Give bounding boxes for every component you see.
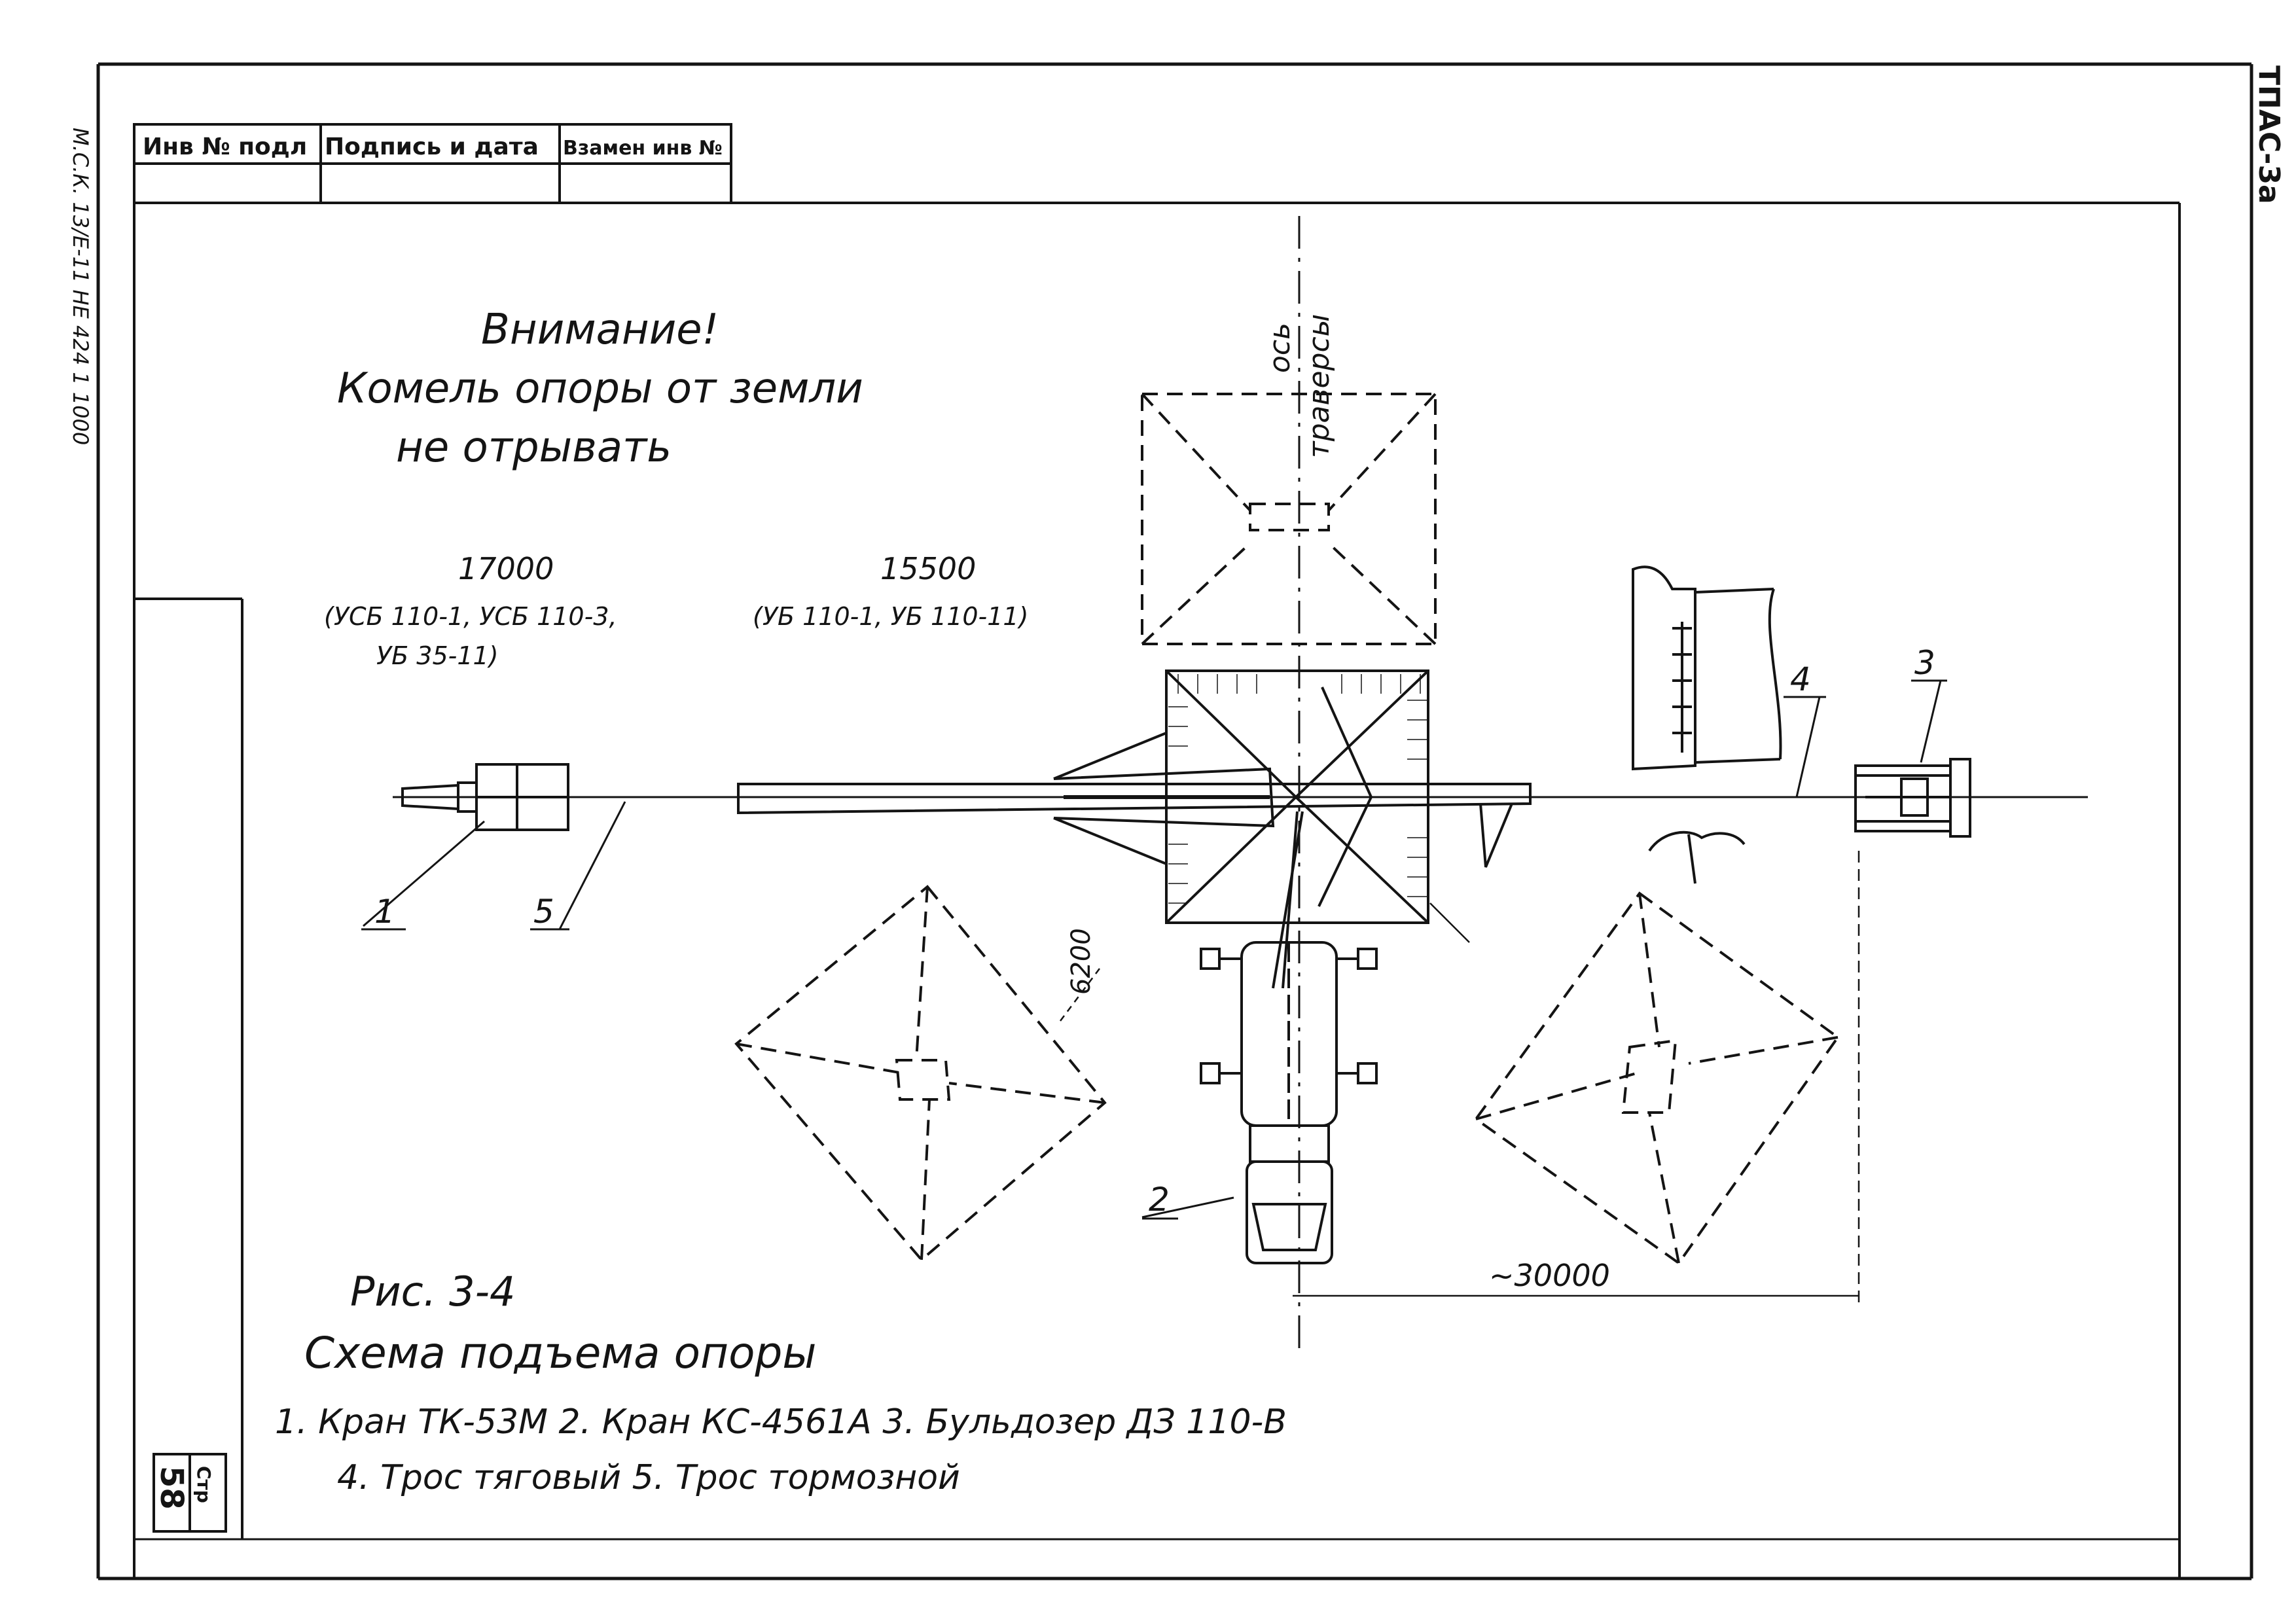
page-label: Стр [193,1466,215,1503]
callout-4: 4 [1790,660,1811,698]
bulldozer-3 [1854,758,1971,838]
anchor-sketch [1632,565,1782,884]
legend-line-2: 4. Трос тяговый 5. Трос тормозной [337,1458,960,1497]
figure-number: Рис. 3-4 [350,1268,515,1315]
dim-30000: ~30000 [1489,1258,1610,1293]
title-block-col3: Взамен инв № [563,137,723,160]
dimension-lines [1060,851,1860,1302]
warning-title: Внимание! [481,306,719,354]
axis-label-line1: ось [1263,323,1297,373]
callout-5: 5 [533,893,554,931]
footprint-right [1474,891,1840,1265]
dim-15500: 15500 [880,551,976,586]
title-block-col2: Подпись и дата [325,134,539,160]
legend-line-1: 1. Кран ТК-53М 2. Кран КС-4561А 3. Бульд… [275,1402,1287,1442]
callout-3: 3 [1914,644,1935,682]
dim-17000-note2: УБ 35-11) [376,641,499,670]
crane-2 [1200,811,1378,1264]
footprint-top [1141,393,1437,645]
left-panel [134,597,243,1539]
title-block [133,123,732,204]
warning-line2: Комель опоры от земли [337,365,863,413]
margin-left-text: М.С.К. 13/E-11 НЕ 424 1 1000 [68,128,93,445]
traverse-frame [1053,669,1429,924]
axis-label-line2: траверсы [1302,314,1336,458]
dim-17000-note1: (УСБ 110-1, УСБ 110-3, [324,602,617,631]
dim-17000: 17000 [458,551,554,586]
callout-leaders [361,679,1947,1220]
traverse-hatching [1168,674,1427,904]
crane-1 [401,763,569,831]
dim-6200: 6200 [1066,928,1096,995]
margin-right-code: ТПАС-3а [2252,65,2286,204]
footprint-left [734,885,1107,1262]
page-number: 58 [153,1466,190,1510]
callout-1: 1 [374,893,395,931]
warning-line3: не отрывать [396,423,672,472]
dim-15500-note: (УБ 110-1, УБ 110-11) [753,602,1028,631]
figure-title: Схема подъема опоры [304,1328,817,1378]
callout-2: 2 [1149,1181,1170,1219]
pole-top-stub [1479,803,1513,868]
title-block-col1: Инв № подл [143,134,307,160]
